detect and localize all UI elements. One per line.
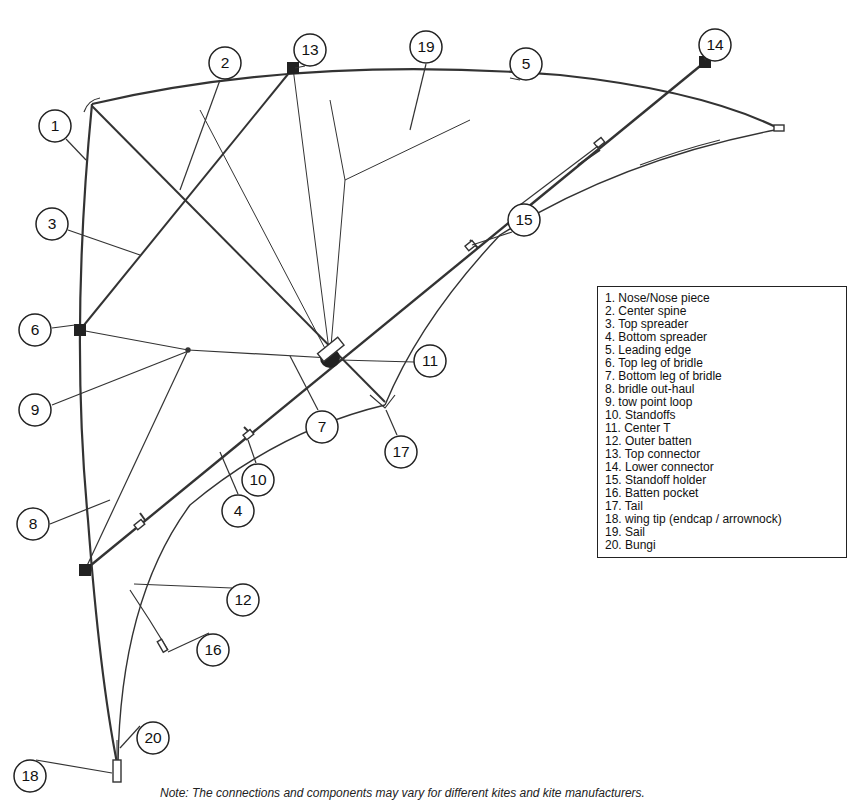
callout-number: 2 bbox=[208, 46, 242, 80]
callout-number: 4 bbox=[221, 494, 255, 528]
callout-text: 20 bbox=[136, 721, 170, 755]
part-name: 17. Tail bbox=[605, 500, 839, 513]
callout-text: 12 bbox=[226, 583, 260, 617]
part-name: 8. bridle out-haul bbox=[605, 383, 839, 396]
callout-number: 9 bbox=[18, 393, 52, 427]
callout-text: 1 bbox=[38, 109, 72, 143]
callout-text: 7 bbox=[305, 410, 339, 444]
part-name: 18. wing tip (endcap / arrownock) bbox=[605, 513, 839, 526]
callout-number: 12 bbox=[226, 583, 260, 617]
part-name: 12. Outer batten bbox=[605, 435, 839, 448]
part-name: 15. Standoff holder bbox=[605, 474, 839, 487]
part-name: 20. Bungi bbox=[605, 539, 839, 552]
callout-text: 4 bbox=[221, 494, 255, 528]
part-name: 1. Nose/Nose piece bbox=[605, 292, 839, 305]
part-name: 3. Top spreader bbox=[605, 318, 839, 331]
callout-text: 9 bbox=[18, 393, 52, 427]
part-name: 6. Top leg of bridle bbox=[605, 357, 839, 370]
part-name: 16. Batten pocket bbox=[605, 487, 839, 500]
part-name: 5. Leading edge bbox=[605, 344, 839, 357]
callout-text: 18 bbox=[13, 759, 47, 793]
callout-text: 11 bbox=[413, 344, 447, 378]
part-name: 13. Top connector bbox=[605, 448, 839, 461]
part-name: 11. Center T bbox=[605, 422, 839, 435]
callout-number: 18 bbox=[13, 759, 47, 793]
callout-number: 14 bbox=[698, 28, 732, 62]
part-name: 7. Bottom leg of bridle bbox=[605, 370, 839, 383]
callout-number: 13 bbox=[293, 33, 327, 67]
callout-number: 20 bbox=[136, 721, 170, 755]
callout-number: 1 bbox=[38, 109, 72, 143]
callout-number: 19 bbox=[409, 30, 443, 64]
callout-text: 8 bbox=[16, 507, 50, 541]
part-name: 19. Sail bbox=[605, 526, 839, 539]
callout-text: 15 bbox=[507, 203, 541, 237]
callout-number: 17 bbox=[384, 435, 418, 469]
callout-text: 2 bbox=[208, 46, 242, 80]
callout-number: 11 bbox=[413, 344, 447, 378]
callout-text: 19 bbox=[409, 30, 443, 64]
callout-number: 10 bbox=[241, 463, 275, 497]
callout-text: 10 bbox=[241, 463, 275, 497]
callout-text: 5 bbox=[509, 47, 543, 81]
callout-text: 14 bbox=[698, 28, 732, 62]
callout-number: 8 bbox=[16, 507, 50, 541]
callout-number: 15 bbox=[507, 203, 541, 237]
note-text: Note: The connections and components may… bbox=[160, 786, 645, 800]
callout-number: 16 bbox=[196, 633, 230, 667]
callout-text: 6 bbox=[18, 313, 52, 347]
part-name: 2. Center spine bbox=[605, 305, 839, 318]
part-name: 14. Lower connector bbox=[605, 461, 839, 474]
callout-number: 3 bbox=[35, 207, 69, 241]
callout-number: 7 bbox=[305, 410, 339, 444]
part-name: 9. tow point loop bbox=[605, 396, 839, 409]
callout-number: 6 bbox=[18, 313, 52, 347]
part-name: 10. Standoffs bbox=[605, 409, 839, 422]
callout-text: 3 bbox=[35, 207, 69, 241]
callout-number: 5 bbox=[509, 47, 543, 81]
callout-text: 13 bbox=[293, 33, 327, 67]
callout-text: 16 bbox=[196, 633, 230, 667]
part-name: 4. Bottom spreader bbox=[605, 331, 839, 344]
callout-text: 17 bbox=[384, 435, 418, 469]
parts-list: 1. Nose/Nose piece2. Center spine3. Top … bbox=[597, 286, 847, 558]
